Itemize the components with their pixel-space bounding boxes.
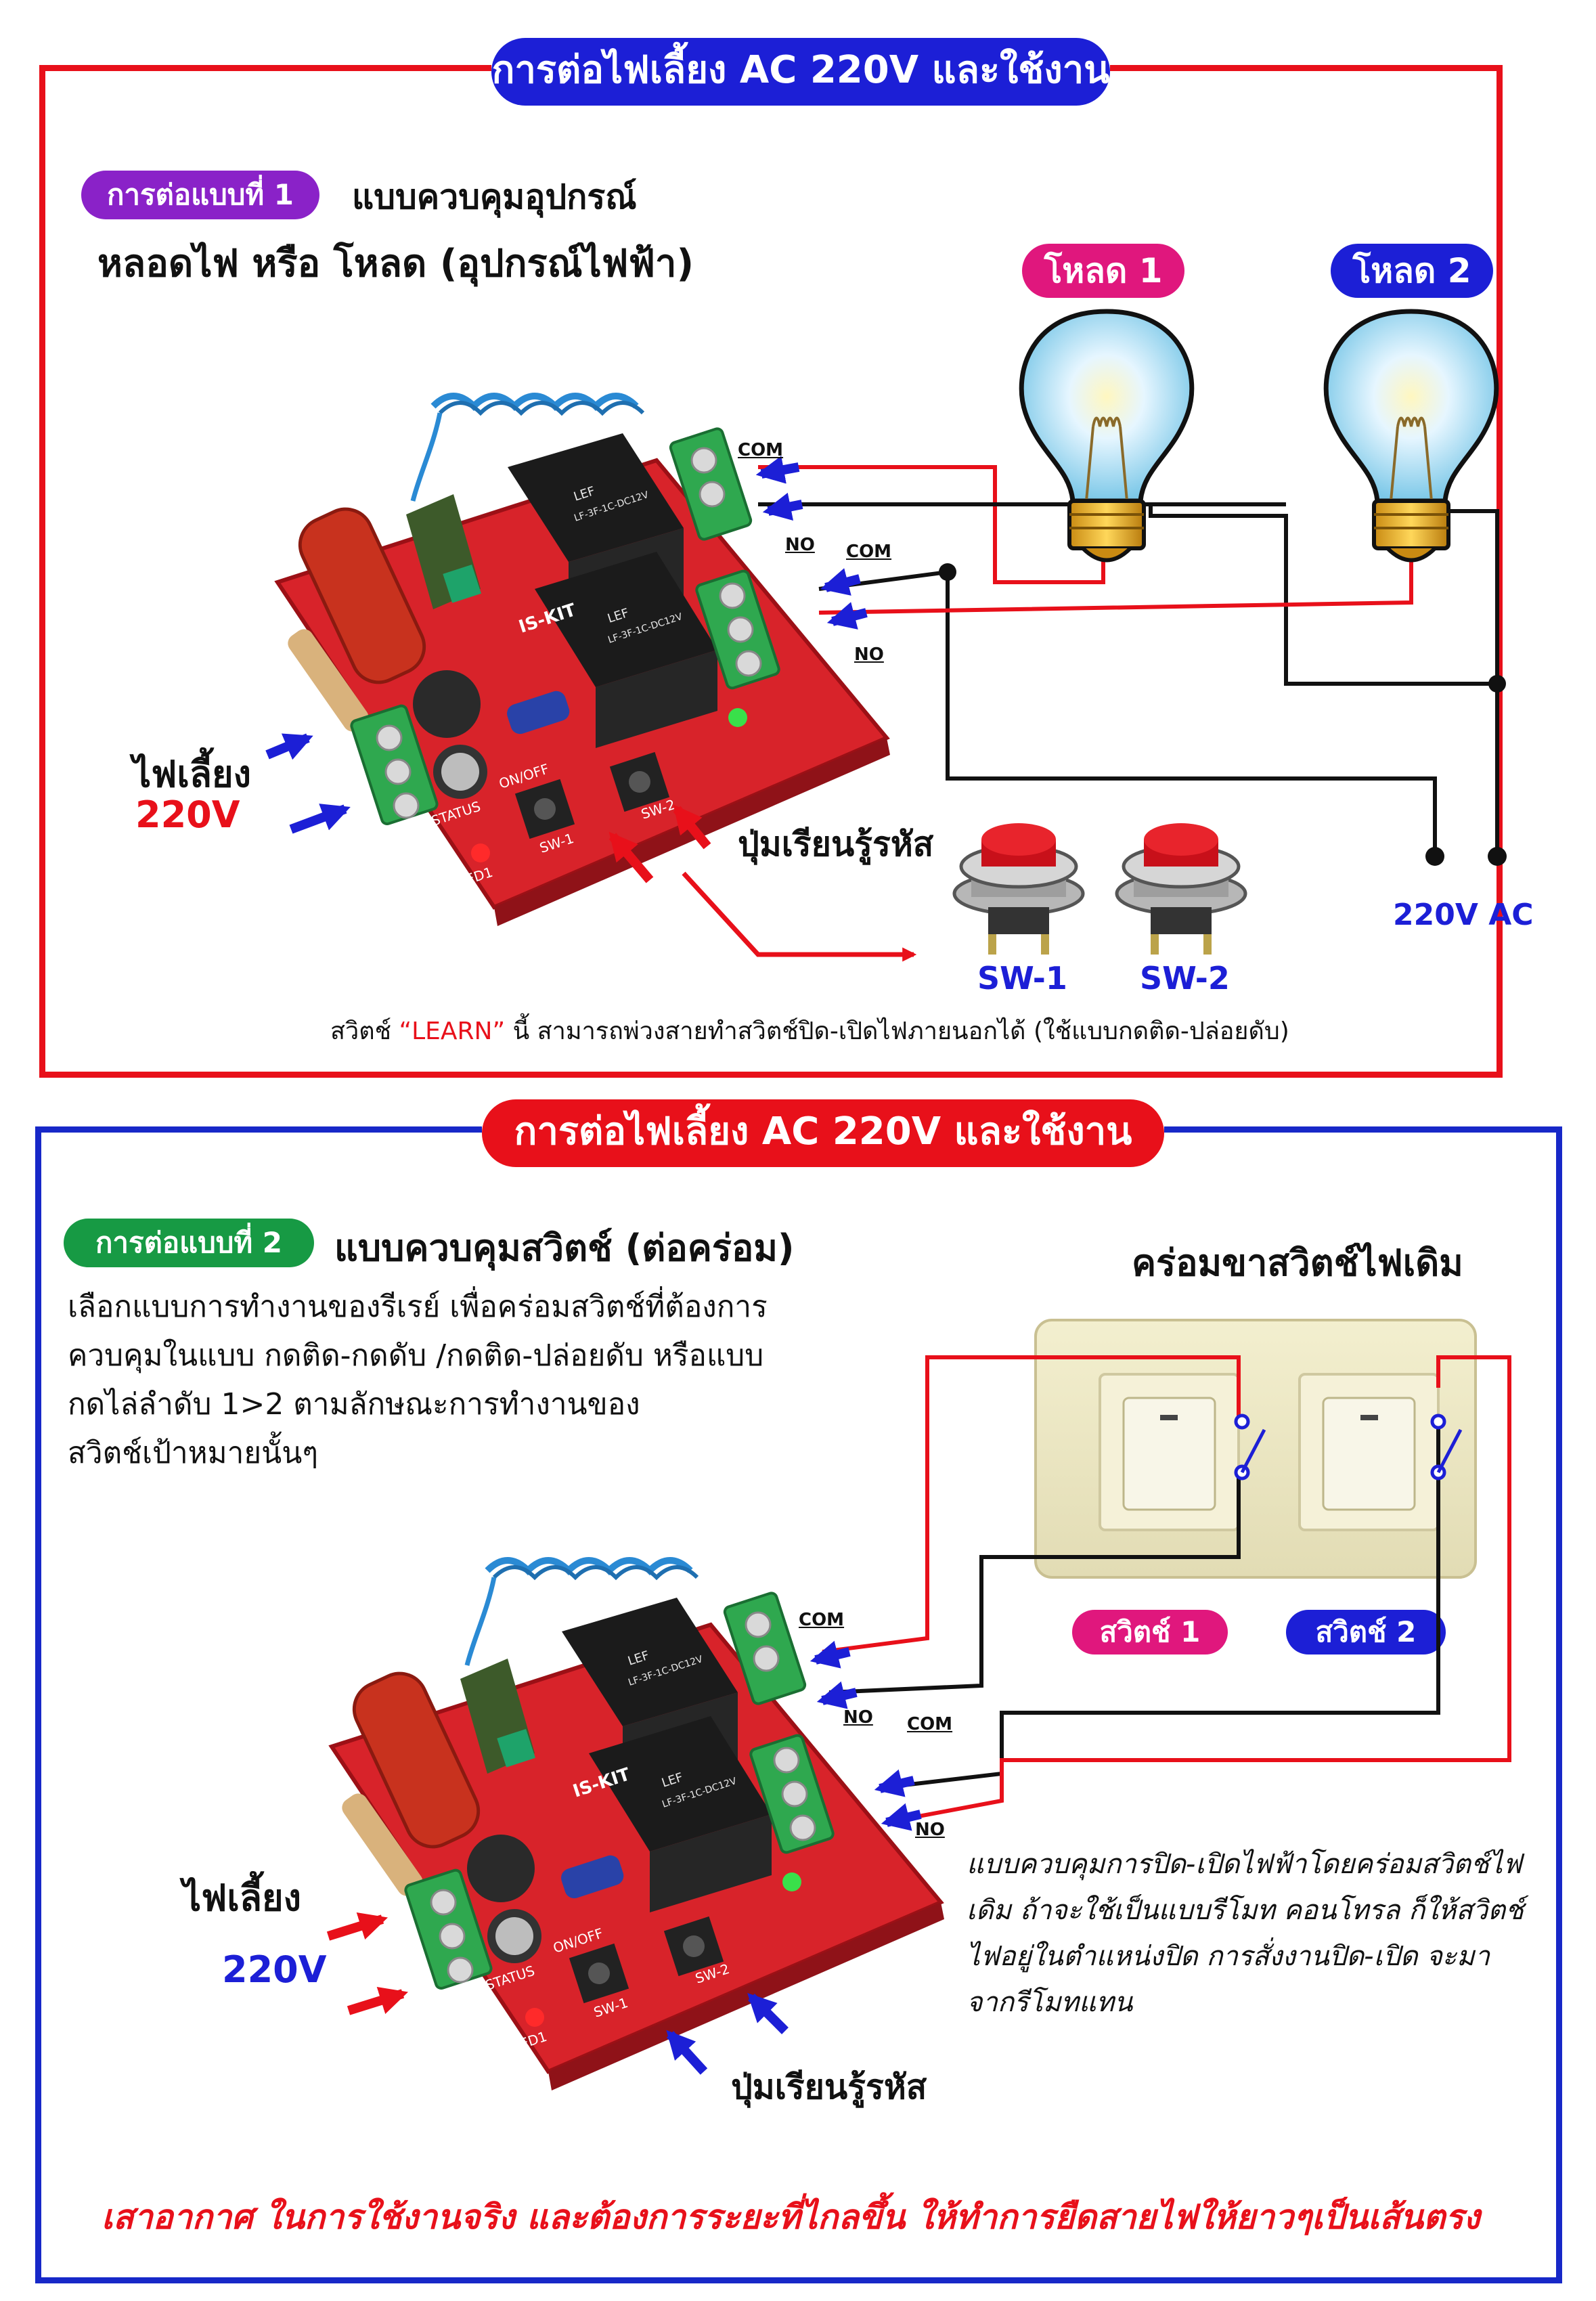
method-2-title: แบบควบคุมสวิตช์ (ต่อคร่อม) [334, 1227, 795, 1269]
desc-line: เลือกแบบการทำงานของรีเรย์ เพื่อคร่อมสวิต… [68, 1290, 768, 1324]
panel-2-top-border-right [1164, 1126, 1562, 1133]
terminal-no-bottom-label: NO [915, 1820, 945, 1840]
footnote-learn: “LEARN” [399, 1017, 506, 1045]
method-2-description: เลือกแบบการทำงานของรีเรย์ เพื่อคร่อมสวิต… [68, 1283, 768, 1478]
ac-supply-label: 220V AC [1393, 898, 1534, 932]
desc-line: สวิตช์เป้าหมายนั้นๆ [68, 1436, 318, 1470]
terminal-com-mid-label: COM [907, 1714, 953, 1734]
arrow-no-top-icon [816, 1681, 858, 1709]
note-line: แบบควบคุมการปิด-เปิดไฟฟ้าโดยคร่อมสวิตช์ไ… [967, 1849, 1522, 1880]
ac-terminal-dot [1488, 847, 1507, 866]
wall-switch-plate-icon [1034, 1319, 1477, 1579]
terminal-com-label: COM [799, 1610, 845, 1630]
arrow-com-top-icon [810, 1640, 851, 1669]
receiver-board-image [332, 1560, 944, 2090]
wire-com2-to-switch2 [886, 1422, 1440, 1789]
footnote-prefix: สวิตช์ [330, 1017, 391, 1045]
power-voltage: 220V [135, 793, 240, 836]
terminal-no-label: NO [843, 1707, 873, 1728]
arrow-com-top-icon [755, 456, 800, 484]
arrow-learn-1-icon [666, 2030, 708, 2075]
terminal-com-label: COM [738, 440, 784, 460]
junction-dot [1488, 675, 1506, 693]
junction-dot [939, 563, 956, 581]
power-label: ไฟเลี้ยง [133, 753, 251, 795]
panel-1-top-border-left [39, 65, 491, 71]
panel-2-frame [35, 1133, 1562, 2283]
wire-no2-to-switch2 [893, 1355, 1511, 1823]
desc-line: กดไล่ลำดับ 1>2 ตามลักษณะการทำงานของ [68, 1387, 640, 1422]
panel-1-subtitle: หลอดไฟ หรือ โหลด (อุปกรณ์ไฟฟ้า) [97, 242, 694, 286]
wall-switch-title: คร่อมขาสวิตช์ไฟเดิม [1132, 1242, 1463, 1284]
switch-1-badge: สวิตช์ 1 [1072, 1610, 1228, 1654]
sw-2-label: SW-2 [1140, 960, 1230, 996]
desc-line: ควบคุมในแบบ กดติด-กดดับ /กดติด-ปล่อยดับ … [68, 1338, 764, 1373]
panel-2-banner: การต่อไฟเลี้ยง AC 220V และใช้งาน [482, 1099, 1164, 1167]
arrow-power-2-icon [347, 1986, 409, 2015]
learn-button-label: ปุ่มเรียนรู้รหัส [731, 2067, 927, 2107]
arrow-power-2-icon [289, 804, 351, 834]
wire-com2-to-ac [818, 569, 1437, 853]
method-2-badge: การต่อแบบที่ 2 [64, 1219, 314, 1267]
arrow-learn-2-icon [673, 804, 711, 850]
panel-2-top-border-left [35, 1126, 482, 1133]
antenna-footer-note: เสาอากาศ ในการใช้งานจริง และต้องการระยะท… [102, 2197, 1480, 2237]
footnote-rest: นี้ สามารถพ่วงสายทำสวิตช์ปิด-เปิดไฟภายนอ… [512, 1017, 1289, 1045]
sw-1-label: SW-1 [977, 960, 1067, 996]
arrow-com-mid-icon [874, 1769, 915, 1797]
arrow-power-1-icon [265, 733, 313, 760]
note-line: เดิม ถ้าจะใช้เป็นแบบรีโมท คอนโทรล ก็ให้ส… [967, 1895, 1524, 1926]
load-1-badge: โหลด 1 [1022, 244, 1184, 298]
switch-2-badge: สวิตช์ 2 [1286, 1610, 1446, 1654]
power-voltage: 220V [222, 1948, 327, 1991]
arrow-learn-2-icon [747, 1993, 789, 2034]
terminal-no-bottom-label: NO [854, 644, 884, 665]
load-2-badge: โหลด 2 [1331, 244, 1493, 298]
wire-no1-to-switch1 [828, 1472, 1241, 1694]
terminal-com-mid-label: COM [846, 542, 892, 562]
arrow-learn-1-icon [608, 831, 654, 883]
panel-1-banner: การต่อไฟเลี้ยง AC 220V และใช้งาน [491, 38, 1110, 106]
learn-button-label: ปุ่มเรียนรู้รหัส [738, 825, 934, 864]
ac-terminal-dot [1425, 847, 1444, 866]
arrow-power-1-icon [326, 1912, 389, 1941]
wire-learn-to-sw [682, 871, 917, 962]
terminal-no-label: NO [785, 535, 815, 555]
note-line: ไฟอยู่ในตำแหน่งปิด การสั่งงานปิด-เปิด จะ… [967, 1941, 1490, 1972]
arrow-com-mid-icon [820, 568, 861, 596]
panel-1-frame [39, 71, 1503, 1078]
panel-1-top-border-right [1110, 65, 1503, 71]
switch-contact-icon [1234, 1414, 1463, 1481]
method-1-title: แบบควบคุมอุปกรณ์ [352, 177, 637, 217]
power-label: ไฟเลี้ยง [183, 1877, 301, 1919]
wire-com1-to-switch1 [822, 1355, 1241, 1654]
wire-com1-to-load1 [758, 465, 1105, 584]
arrow-no-bottom-icon [881, 1803, 922, 1831]
method-1-badge: การต่อแบบที่ 1 [81, 171, 319, 219]
learn-footnote: สวิตช์ “LEARN” นี้ สามารถพ่วงสายทำสวิตช์… [330, 1011, 1289, 1050]
arrow-no-top-icon [762, 492, 803, 521]
note-line: จากรีโมทแทน [967, 1987, 1133, 2018]
remote-note: แบบควบคุมการปิด-เปิดไฟฟ้าโดยคร่อมสวิตช์ไ… [967, 1841, 1524, 2025]
arrow-no-bottom-icon [826, 602, 868, 630]
panel-1-diagram [265, 0, 1507, 962]
